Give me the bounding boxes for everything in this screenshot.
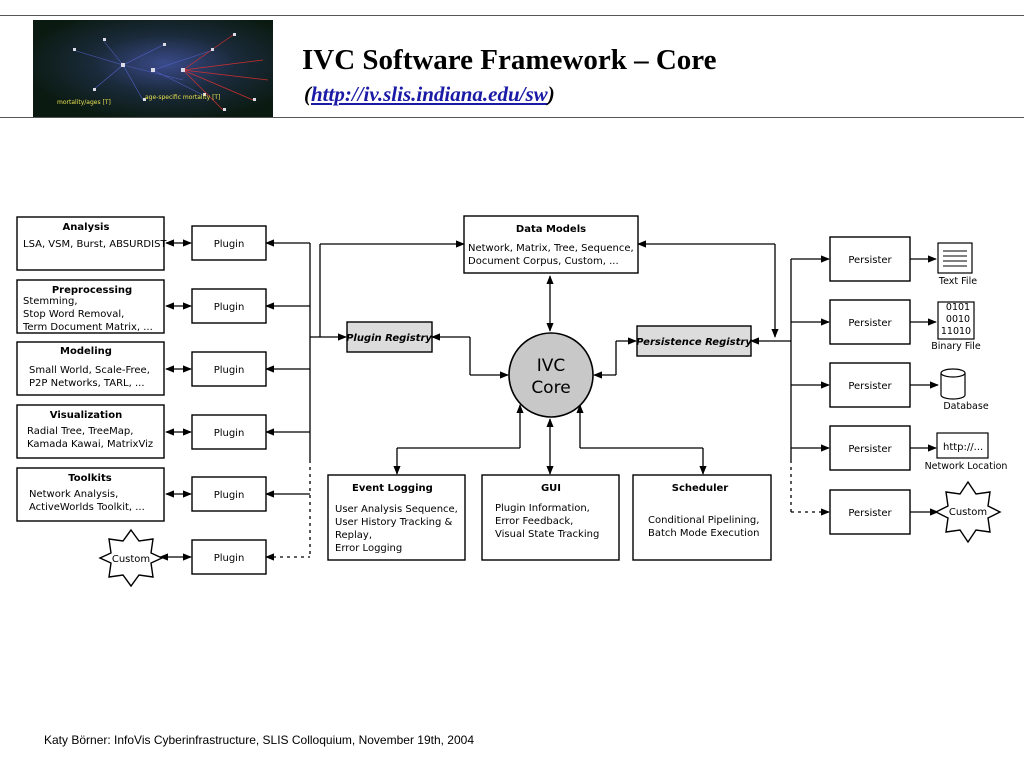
header-rule — [0, 117, 1024, 118]
plugin-label: Plugin — [214, 428, 245, 439]
persistence-registry-label: Persistence Registry — [636, 337, 752, 348]
persister-label: Persister — [848, 255, 892, 266]
plugin-box: Plugin — [191, 288, 267, 324]
module-visualization-title: Visualization — [50, 410, 122, 421]
scheduler-title: Scheduler — [672, 483, 729, 494]
module-toolkits: Toolkits Network Analysis, ActiveWorlds … — [16, 467, 165, 522]
module-preprocessing-title: Preprocessing — [52, 285, 132, 296]
header-network-image: mortality/ages [T] age-specific mortalit… — [33, 20, 273, 117]
framework-url-link[interactable]: http://iv.slis.indiana.edu/sw — [311, 82, 548, 106]
module-preprocessing-line-3: Term Document Matrix, ... — [22, 322, 153, 333]
data-models-line-1: Network, Matrix, Tree, Sequence, — [468, 243, 634, 254]
gui-title: GUI — [541, 483, 561, 494]
database-label: Database — [943, 401, 988, 412]
binary-file-label: Binary File — [931, 341, 981, 352]
module-toolkits-line-1: Network Analysis, — [29, 489, 118, 500]
module-visualization: Visualization Radial Tree, TreeMap, Kama… — [16, 404, 165, 459]
persistence-registry: Persistence Registry — [636, 325, 752, 357]
event-logging-title: Event Logging — [352, 483, 433, 494]
subtitle-open-paren: ( — [304, 82, 311, 106]
plugin-box: Plugin — [191, 539, 267, 575]
subtitle-close-paren: ) — [547, 82, 555, 106]
module-gui: GUI Plugin Information, Error Feedback, … — [481, 474, 620, 561]
module-preprocessing-line-2: Stop Word Removal, — [23, 309, 124, 320]
plugin-box: Plugin — [191, 351, 267, 387]
text-file-label: Text File — [938, 276, 977, 287]
event-logging-line-2: User History Tracking & — [335, 517, 453, 528]
module-modeling-line-1: Small World, Scale-Free, — [29, 365, 150, 376]
binary-digits-2: 0010 — [946, 314, 970, 325]
module-modeling: Modeling Small World, Scale-Free, P2P Ne… — [16, 341, 165, 396]
persister-box: Persister — [829, 489, 911, 535]
module-toolkits-title: Toolkits — [68, 473, 112, 484]
module-scheduler: Scheduler Conditional Pipelining, Batch … — [632, 474, 772, 561]
plugin-label: Plugin — [214, 365, 245, 376]
scheduler-line-2: Batch Mode Execution — [648, 528, 759, 539]
ivc-core: IVC Core — [508, 332, 594, 418]
module-toolkits-line-2: ActiveWorlds Toolkit, ... — [29, 502, 145, 513]
gui-line-3: Visual State Tracking — [495, 529, 599, 540]
persister-label: Persister — [848, 444, 892, 455]
plugin-label: Plugin — [214, 302, 245, 313]
module-analysis: Analysis LSA, VSM, Burst, ABSURDIST — [16, 216, 167, 271]
module-visualization-line-1: Radial Tree, TreeMap, — [27, 426, 133, 437]
data-models-box: Data Models Network, Matrix, Tree, Seque… — [463, 215, 639, 274]
text-file-icon — [937, 242, 973, 274]
persister-box: Persister — [829, 236, 911, 282]
network-url-text: http://... — [943, 442, 983, 453]
event-logging-line-4: Error Logging — [335, 543, 402, 554]
custom-plugin-label: Custom — [112, 554, 150, 565]
image-caption-1: mortality/ages [T] — [57, 99, 111, 106]
binary-digits-3: 11010 — [941, 326, 971, 337]
persister-box: Persister — [829, 299, 911, 345]
event-logging-line-1: User Analysis Sequence, — [335, 504, 458, 515]
binary-file-icon: 0101 0010 11010 — [937, 301, 975, 340]
network-location-label: Network Location — [925, 461, 1008, 472]
module-analysis-title: Analysis — [63, 222, 110, 233]
plugin-label: Plugin — [214, 553, 245, 564]
top-rule — [0, 15, 1024, 16]
module-visualization-line-2: Kamada Kawai, MatrixViz — [27, 439, 153, 450]
custom-persister-star: Custom — [934, 480, 1002, 544]
footer-credit: Katy Börner: InfoVis Cyberinfrastructure… — [44, 733, 474, 747]
module-modeling-title: Modeling — [60, 346, 112, 357]
plugin-box: Plugin — [191, 476, 267, 512]
network-location-icon: http://... — [936, 432, 989, 459]
plugin-box: Plugin — [191, 225, 267, 261]
module-modeling-line-2: P2P Networks, TARL, ... — [29, 378, 145, 389]
module-event-logging: Event Logging User Analysis Sequence, Us… — [327, 474, 466, 561]
plugin-box: Plugin — [191, 414, 267, 450]
data-models-line-2: Document Corpus, Custom, ... — [468, 256, 619, 267]
image-caption-2: age-specific mortality [T] — [145, 94, 220, 101]
data-models-title: Data Models — [516, 224, 586, 235]
slide-subtitle: (http://iv.slis.indiana.edu/sw) — [304, 82, 555, 107]
gui-line-2: Error Feedback, — [495, 516, 573, 527]
core-label-line-2: Core — [531, 378, 570, 398]
binary-digits-1: 0101 — [946, 302, 970, 313]
plugin-label: Plugin — [214, 239, 245, 250]
persister-label: Persister — [848, 381, 892, 392]
custom-persister-label: Custom — [949, 507, 987, 518]
plugin-label: Plugin — [214, 490, 245, 501]
event-logging-line-3: Replay, — [335, 530, 372, 541]
scheduler-line-1: Conditional Pipelining, — [648, 515, 759, 526]
gui-line-1: Plugin Information, — [495, 503, 590, 514]
plugin-registry: Plugin Registry — [346, 321, 433, 353]
module-analysis-line-1: LSA, VSM, Burst, ABSURDIST — [23, 239, 167, 250]
persister-label: Persister — [848, 508, 892, 519]
persister-box: Persister — [829, 425, 911, 471]
slide-title: IVC Software Framework – Core — [302, 44, 717, 76]
module-preprocessing-line-1: Stemming, — [23, 296, 78, 307]
persister-label: Persister — [848, 318, 892, 329]
custom-plugin-star: Custom — [98, 528, 164, 588]
database-icon — [940, 368, 966, 400]
persister-box: Persister — [829, 362, 911, 408]
module-preprocessing: Preprocessing Stemming, Stop Word Remova… — [16, 279, 165, 334]
plugin-registry-label: Plugin Registry — [346, 333, 432, 344]
core-label-line-1: IVC — [537, 356, 566, 376]
